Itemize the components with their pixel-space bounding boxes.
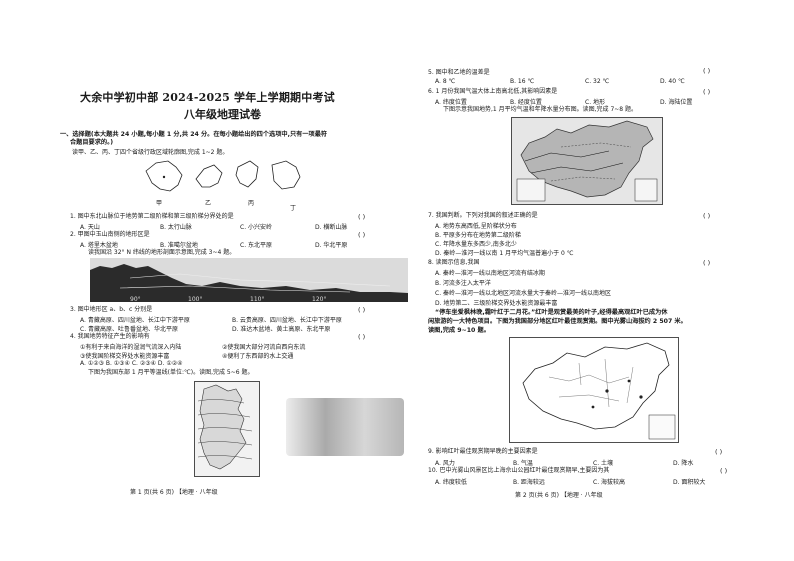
answer-blank-5: ( ) xyxy=(703,67,711,75)
china-terrain-map-figure xyxy=(511,117,663,205)
q8-option-c: C. 秦岭—淮河一线以北地区河流水量大于秦岭—淮河一线以南地区 xyxy=(435,290,612,297)
intro-7-8: 下图示意我国地势,1 月平均气温和年降水量分布图。读图,完成 7~8 题。 xyxy=(443,106,638,113)
question-1: 1. 图中东北山脉位于地势第二级阶梯和第三级阶梯分界处的是 xyxy=(70,213,234,220)
right-page-footer: 第 2 页(共 6 页) 【地理 · 八年级 xyxy=(515,492,603,499)
q6-option-c: C. 地形 xyxy=(585,99,606,106)
q4-statement-3: ③使我国阶梯交界处水能资源丰富 xyxy=(80,353,170,360)
province-label-bing: 丙 xyxy=(248,200,255,207)
q10-option-d: D. 面积较大 xyxy=(673,479,706,486)
answer-blank-2: ( ) xyxy=(358,231,366,239)
q9-option-b: B. 气温 xyxy=(513,460,533,467)
answer-blank-6: ( ) xyxy=(703,88,711,96)
intro-5-6: 下图为我国东部 1 月平等温线(单位:℃)。读图,完成 5~6 题。 xyxy=(88,369,254,376)
question-9: 9. 影响红叶最佳观赏期早晚的主要因素是 xyxy=(428,448,538,455)
q5-option-a: A. 8 ℃ xyxy=(435,78,456,85)
question-4: 4. 我国地势特征产生的影响有 xyxy=(70,333,150,340)
province-label-jia: 甲 xyxy=(156,200,163,207)
answer-blank-3: ( ) xyxy=(358,306,366,314)
province-bing-outline xyxy=(235,160,259,188)
intro-1-2: 读甲、乙、丙、丁四个省级行政区域轮廓图,完成 1~2 题。 xyxy=(72,149,229,156)
q10-option-c: C. 海拔较高 xyxy=(593,479,626,486)
q6-option-b: B. 经度位置 xyxy=(510,99,542,106)
q2-option-a: A. 塔里木盆地 xyxy=(80,242,118,249)
profile-tick-120: 120° xyxy=(312,296,327,303)
intro-3-4: 读我国沿 32° N 纬线的地形剖面示意图,完成 3~4 题。 xyxy=(88,249,236,256)
question-6: 6. 1 月份我国气温大体上南高北低,其影响因素是 xyxy=(428,88,558,95)
left-page-footer: 第 1 页(共 6 页) 【地理 · 八年级 xyxy=(130,489,218,496)
answer-blank-7: ( ) xyxy=(703,212,711,220)
section-heading-cont: 合题目要求的。) xyxy=(70,139,114,146)
q9-option-c: C. 土壤 xyxy=(593,460,614,467)
passage-line-1: “停车坐爱枫林晚,霜叶红于二月花。”红叶是观赏最美的叶子,经得最高观红叶已成为休 xyxy=(435,309,668,316)
q10-option-b: B. 距海较远 xyxy=(513,479,545,486)
province-yi-outline xyxy=(195,164,223,188)
answer-blank-4: ( ) xyxy=(358,333,366,341)
province-jia-outline xyxy=(145,160,183,192)
answer-blank-9: ( ) xyxy=(715,448,723,456)
q5-option-c: C. 32 ℃ xyxy=(585,78,610,85)
question-10: 10. 巴中光雾山风景区比上海佘山公园红叶最佳观赏期早,主要因为其 xyxy=(428,467,610,474)
q8-option-a: A. 秦岭—淮河一线以南地区河流有结冰期 xyxy=(435,270,545,277)
q7-option-d: D. 秦岭—淮河一线以南 1 月平均气温普遍小于 0 ℃ xyxy=(435,250,574,257)
q7-option-b: B. 平原多分布在地势第二级阶梯 xyxy=(435,232,521,239)
q9-option-a: A. 风力 xyxy=(435,460,455,467)
q3-option-d: D. 准达木盆地、黄土高原、东北平原 xyxy=(232,326,331,333)
province-label-yi: 乙 xyxy=(205,200,212,207)
question-8: 8. 读图示信息,我国 xyxy=(428,259,480,266)
q2-option-d: D. 华北平原 xyxy=(315,242,348,249)
q3-option-c: C. 青藏高原、吐鲁番盆地、华北平原 xyxy=(80,326,179,333)
q7-option-c: C. 年降水量东多西少,南多北少 xyxy=(435,241,517,248)
answer-blank-10: ( ) xyxy=(720,467,728,475)
province-label-ding: 丁 xyxy=(290,205,297,212)
terrain-profile-figure xyxy=(90,258,408,302)
q3-option-b: B. 云贵高原、四川盆地、长江中下游平原 xyxy=(232,317,342,324)
q8-option-d: D. 地势第二、三级阶梯交界处水能资源最丰富 xyxy=(435,300,558,307)
profile-tick-90: 90° xyxy=(130,296,141,303)
q4-statement-4: ④便利了东西部的水上交通 xyxy=(222,353,294,360)
q5-option-d: D. 40 ℃ xyxy=(660,78,685,85)
passage-line-2: 闲旅游的一大特色项目。下图为我国部分地区红叶最佳观赏期。图中光雾山海拔约 2 5… xyxy=(428,318,687,325)
q1-option-b: B. 太行山脉 xyxy=(160,224,192,231)
q2-option-c: C. 东北平原 xyxy=(240,242,273,249)
isotherm-map-figure xyxy=(194,381,260,477)
q4-choices: A. ①②③ B. ①③④ C. ②③④ D. ①②④ xyxy=(80,360,183,367)
q10-option-a: A. 纬度较低 xyxy=(435,479,467,486)
exam-page-right: 5. 图中和乙地的温差是 ( ) A. 8 ℃ B. 16 ℃ C. 32 ℃ … xyxy=(415,0,794,561)
exam-page-left: 大余中学初中部 2024-2025 学年上学期期中考试 八年级地理试卷 一、选择… xyxy=(60,91,408,496)
answer-blank-1: ( ) xyxy=(358,213,366,221)
question-2: 2. 甲图中玉山南侧的地形区是 xyxy=(70,231,150,238)
q9-option-d: D. 降水 xyxy=(673,460,694,467)
q4-statement-1: ①有利于来自海洋的湿润气流深入内陆 xyxy=(80,344,182,351)
province-outlines-figure xyxy=(145,160,301,192)
question-3: 3. 图中地形区 a、b、c 分别是 xyxy=(70,306,153,313)
profile-tick-100: 100° xyxy=(188,296,203,303)
q8-option-b: B. 河流多注入太平洋 xyxy=(435,280,491,287)
q3-option-a: A. 青藏高原、四川盆地、长江中下游平原 xyxy=(80,317,190,324)
q2-option-b: B. 准噶尔盆地 xyxy=(160,242,198,249)
profile-tick-110: 110° xyxy=(250,296,265,303)
answer-blank-8: ( ) xyxy=(703,259,711,267)
scan-smudge xyxy=(286,398,404,456)
exam-subtitle: 八年级地理试卷 xyxy=(184,108,261,121)
q5-option-b: B. 16 ℃ xyxy=(510,78,535,85)
exam-title: 大余中学初中部 2024-2025 学年上学期期中考试 xyxy=(80,91,335,104)
q4-statement-2: ②使我国大部分河流自西向东流 xyxy=(222,344,306,351)
red-leaf-map-figure xyxy=(509,337,679,443)
q6-option-d: D. 海陆位置 xyxy=(660,99,693,106)
q6-option-a: A. 纬度位置 xyxy=(435,99,467,106)
question-5: 5. 图中和乙地的温差是 xyxy=(428,69,490,76)
q1-option-a: A. 天山 xyxy=(80,224,100,231)
q1-option-d: D. 横断山脉 xyxy=(315,224,348,231)
passage-line-3: 读图,完成 9~10 题。 xyxy=(428,327,490,334)
section-heading: 一、选择题(本大题共 24 小题,每小题 1 分,共 24 分。在每小题给出的四… xyxy=(60,131,328,138)
q7-option-a: A. 地势东高西低,呈阶梯状分布 xyxy=(435,223,517,230)
q1-option-c: C. 小兴安岭 xyxy=(240,224,273,231)
province-ding-outline xyxy=(271,160,301,190)
question-7: 7. 我国判断。下列对我国的叙述正确的是 xyxy=(428,212,538,219)
